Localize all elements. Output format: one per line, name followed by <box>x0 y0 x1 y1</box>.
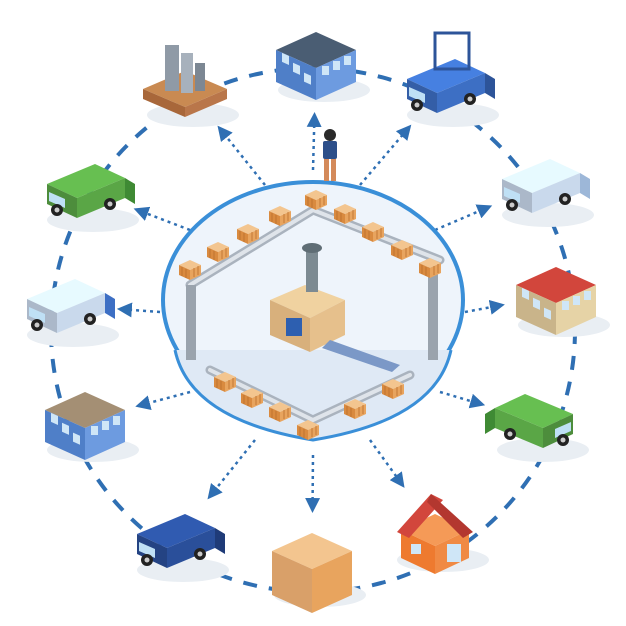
nodes <box>27 31 610 613</box>
parcel-box-icon <box>272 533 366 613</box>
arrow-to-factory <box>217 125 266 186</box>
arrow-to-green-van-left <box>133 206 191 232</box>
arrow-to-delivery-truck <box>434 204 493 232</box>
house-icon <box>397 494 489 574</box>
arrow-to-pickup-truck <box>207 439 256 500</box>
arrow-to-office <box>306 111 322 171</box>
office-building-icon <box>276 32 370 102</box>
green-van-icon <box>485 394 589 462</box>
arrow-to-blue-truck <box>116 302 161 318</box>
arrow-to-parcel <box>305 454 321 514</box>
conveyor-hub <box>161 180 465 442</box>
shop-kiosk-icon <box>516 267 610 337</box>
arrow-to-forklift <box>359 124 412 186</box>
pickup-truck-icon <box>137 514 229 582</box>
connector-arrows <box>116 111 505 514</box>
box-truck-icon <box>502 159 594 227</box>
arrow-to-warehouse <box>135 390 191 410</box>
arrow-to-green-van-right <box>439 390 486 409</box>
warehouse-icon <box>45 392 139 462</box>
worker-figure <box>323 129 337 181</box>
blue-truck-icon <box>27 279 119 347</box>
arrow-to-house <box>368 439 405 488</box>
arrow-to-shop <box>464 299 505 315</box>
green-van-icon <box>47 164 139 232</box>
forklift-icon <box>407 31 499 127</box>
factory-building-icon <box>143 45 239 127</box>
